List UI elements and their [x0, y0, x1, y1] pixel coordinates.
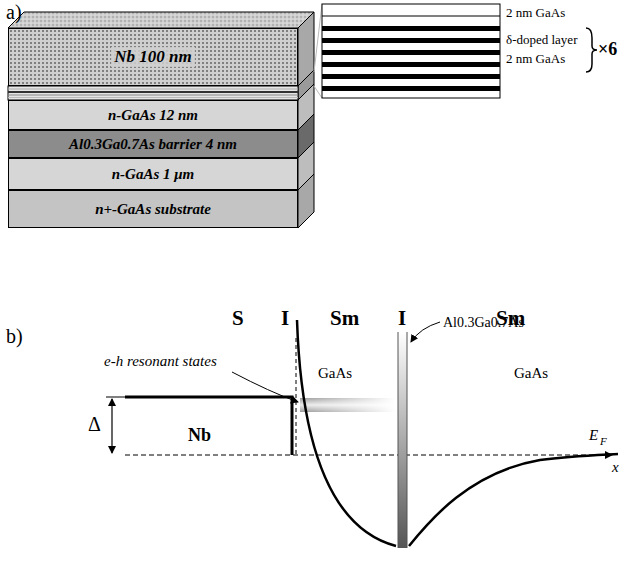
- layer-note: 2 nm GaAs: [506, 6, 565, 19]
- axis-label: x: [612, 460, 619, 475]
- layer-note: 2 nm GaAs: [506, 52, 565, 65]
- nb-layer: Nb 100 nm: [8, 28, 298, 86]
- material-label: Nb: [188, 426, 211, 444]
- material-label: GaAs: [318, 366, 352, 381]
- gaas-layer: n-GaAs 1 μm: [8, 158, 298, 190]
- substrate-layer: n+-GaAs substrate: [8, 190, 298, 228]
- repeat-count: ×6: [598, 40, 617, 58]
- delta-layer: [322, 26, 500, 31]
- panel-label: a): [6, 2, 22, 22]
- state-label: e-h resonant states: [104, 354, 217, 369]
- layer-label: n+-GaAs substrate: [95, 201, 211, 218]
- region-label: I: [281, 308, 289, 329]
- delta-layer: [322, 86, 500, 91]
- energy-subscript: F: [600, 436, 607, 447]
- gap-symbol: Δ: [88, 414, 101, 434]
- panel-label: b): [6, 326, 23, 346]
- delta-layer: [322, 74, 500, 79]
- delta-layer: [322, 38, 500, 43]
- material-label: GaAs: [514, 366, 548, 381]
- barrier-layer: Al0.3Ga0.7As barrier 4 nm: [8, 130, 298, 158]
- material-label: Al0.3Ga0.7As: [443, 316, 524, 330]
- region-label: Sm: [330, 308, 359, 329]
- region-label: I: [398, 308, 406, 329]
- energy-label: E: [589, 428, 598, 443]
- gaas-layer: n-GaAs 12 nm: [8, 100, 298, 130]
- layer-label: n-GaAs 1 μm: [112, 166, 195, 183]
- layer-label: Nb 100 nm: [111, 47, 194, 67]
- delta-layer: [322, 62, 500, 67]
- region-label: S: [232, 308, 244, 329]
- delta-layer: [322, 50, 500, 55]
- layer-label: Al0.3Ga0.7As barrier 4 nm: [69, 136, 237, 153]
- layer-label: n-GaAs 12 nm: [108, 107, 198, 124]
- layer-note: δ-doped layer: [506, 33, 577, 46]
